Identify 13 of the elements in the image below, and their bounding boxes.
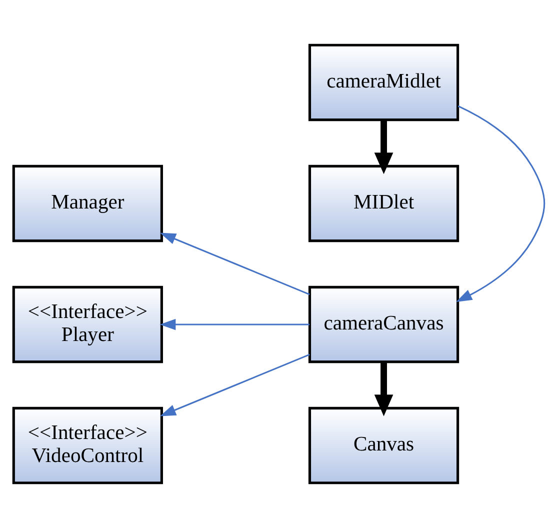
arrow — [160, 318, 310, 330]
node-box: Canvas — [308, 406, 460, 484]
node-box: cameraCanvas — [308, 285, 460, 363]
arrow — [160, 232, 310, 295]
node-box: <<Interface>> VideoControl — [12, 406, 163, 484]
arrow — [456, 104, 546, 302]
node-box: <<Interface>> Player — [12, 285, 163, 363]
node-box: Manager — [12, 164, 163, 242]
node-box: cameraMidlet — [308, 43, 460, 121]
arrow — [160, 353, 310, 416]
arrow — [374, 362, 394, 416]
arrow — [374, 120, 394, 174]
node-box: MIDlet — [308, 164, 460, 242]
